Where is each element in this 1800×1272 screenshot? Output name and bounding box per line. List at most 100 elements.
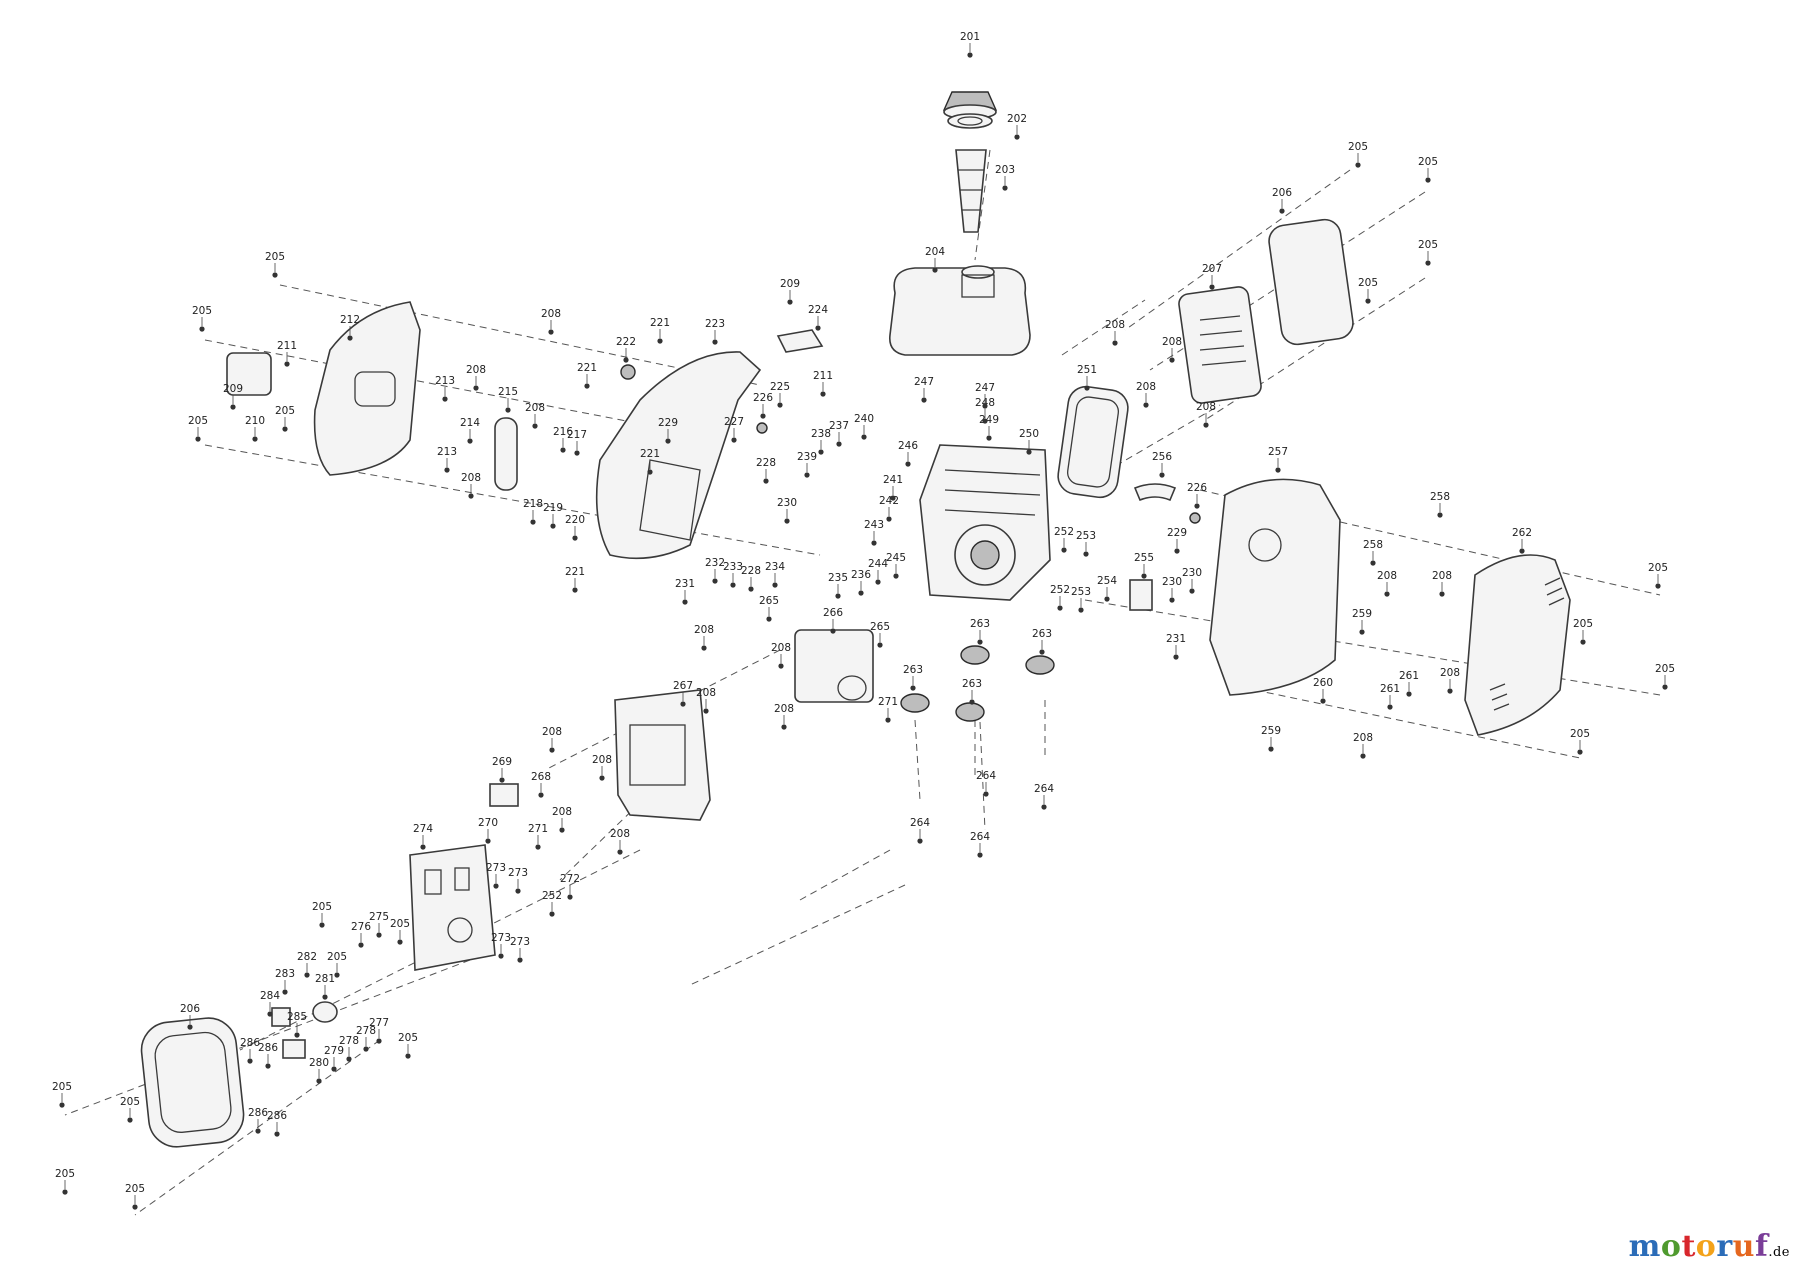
brand-letter: u <box>1732 1229 1755 1264</box>
fastener-marker <box>294 1032 300 1038</box>
fastener-marker <box>1279 208 1285 214</box>
fastener-marker <box>358 942 364 948</box>
fastener-marker <box>893 573 899 579</box>
fastener-marker <box>1057 605 1063 611</box>
fastener-marker <box>731 437 737 443</box>
part-label-208: 208 <box>542 726 562 738</box>
part-label-261: 261 <box>1399 670 1419 682</box>
fastener-marker <box>1014 134 1020 140</box>
brand-letter: r <box>1716 1229 1733 1264</box>
fastener-marker <box>405 1053 411 1059</box>
end-cover-262-drawing <box>1464 554 1571 736</box>
fastener-marker <box>748 586 754 592</box>
fastener-marker <box>1355 162 1361 168</box>
part-label-225: 225 <box>770 381 790 393</box>
fastener-marker <box>1026 449 1032 455</box>
fastener-marker <box>647 469 653 475</box>
part-label-226: 226 <box>753 392 773 404</box>
fastener-marker <box>304 972 310 978</box>
fastener-marker <box>858 590 864 596</box>
fastener-marker <box>932 267 938 273</box>
control-panel-frame-267-drawing <box>614 689 711 821</box>
fastener-marker <box>703 708 709 714</box>
part-label-214: 214 <box>460 417 480 429</box>
part-label-263: 263 <box>970 618 990 630</box>
fastener-marker <box>1104 596 1110 602</box>
fuel-cap-drawing <box>942 91 998 129</box>
intake-ring-251-drawing <box>1057 385 1129 499</box>
part-label-264: 264 <box>976 770 996 782</box>
part-label-208: 208 <box>525 402 545 414</box>
fastener-marker <box>766 616 772 622</box>
brand-letter: m <box>1628 1229 1661 1264</box>
part-label-224: 224 <box>808 304 828 316</box>
part-label-251: 251 <box>1077 364 1097 376</box>
part-label-208: 208 <box>592 754 612 766</box>
part-label-261: 261 <box>1380 683 1400 695</box>
part-label-275: 275 <box>369 911 389 923</box>
part-label-209: 209 <box>780 278 800 290</box>
part-label-205: 205 <box>390 918 410 930</box>
part-label-212: 212 <box>340 314 360 326</box>
part-label-255: 255 <box>1134 552 1154 564</box>
fastener-marker <box>1437 512 1443 518</box>
fastener-marker <box>363 1046 369 1052</box>
part-label-264: 264 <box>910 817 930 829</box>
part-label-221: 221 <box>640 448 660 460</box>
part-label-201: 201 <box>960 31 980 43</box>
fastener-marker <box>572 587 578 593</box>
part-label-208: 208 <box>696 687 716 699</box>
part-label-273: 273 <box>491 932 511 944</box>
part-label-286: 286 <box>240 1037 260 1049</box>
part-label-208: 208 <box>1353 732 1373 744</box>
part-label-205: 205 <box>312 901 332 913</box>
part-label-254: 254 <box>1097 575 1117 587</box>
fastener-marker <box>778 663 784 669</box>
inverter-module-drawing <box>794 629 874 703</box>
fastener-marker <box>334 972 340 978</box>
fastener-marker <box>983 791 989 797</box>
fastener-marker <box>781 724 787 730</box>
part-label-229: 229 <box>658 417 678 429</box>
part-label-205: 205 <box>120 1096 140 1108</box>
fastener-marker <box>1519 548 1525 554</box>
fastener-marker <box>657 338 663 344</box>
part-label-221: 221 <box>577 362 597 374</box>
part-label-206: 206 <box>1272 187 1292 199</box>
fastener-marker <box>1169 597 1175 603</box>
fastener-marker <box>267 1011 273 1017</box>
front-frame-drawing <box>595 351 762 560</box>
fastener-marker <box>485 838 491 844</box>
fastener-marker <box>1384 591 1390 597</box>
fastener-marker <box>1439 591 1445 597</box>
part-label-205: 205 <box>275 405 295 417</box>
part-label-230: 230 <box>1162 576 1182 588</box>
part-label-238: 238 <box>811 428 831 440</box>
part-label-258: 258 <box>1363 539 1383 551</box>
part-label-253: 253 <box>1076 530 1096 542</box>
fastener-marker <box>505 407 511 413</box>
part-label-279: 279 <box>324 1045 344 1057</box>
part-label-265: 265 <box>870 621 890 633</box>
fastener-marker <box>982 403 988 409</box>
part-label-213: 213 <box>437 446 457 458</box>
part-label-211: 211 <box>813 370 833 382</box>
part-label-209: 209 <box>223 383 243 395</box>
fastener-marker <box>836 441 842 447</box>
fastener-marker <box>1387 704 1393 710</box>
part-label-211: 211 <box>277 340 297 352</box>
part-label-280: 280 <box>309 1057 329 1069</box>
part-label-205: 205 <box>327 951 347 963</box>
part-label-217: 217 <box>567 429 587 441</box>
fastener-marker <box>617 849 623 855</box>
part-label-208: 208 <box>1432 570 1452 582</box>
part-label-207: 207 <box>1202 263 1222 275</box>
part-label-286: 286 <box>267 1110 287 1122</box>
fastener-marker <box>969 699 975 705</box>
fastener-marker <box>1406 691 1412 697</box>
fastener-marker <box>982 418 988 424</box>
part-label-215: 215 <box>498 386 518 398</box>
fastener-marker <box>910 685 916 691</box>
fastener-marker <box>284 361 290 367</box>
fastener-marker <box>830 628 836 634</box>
